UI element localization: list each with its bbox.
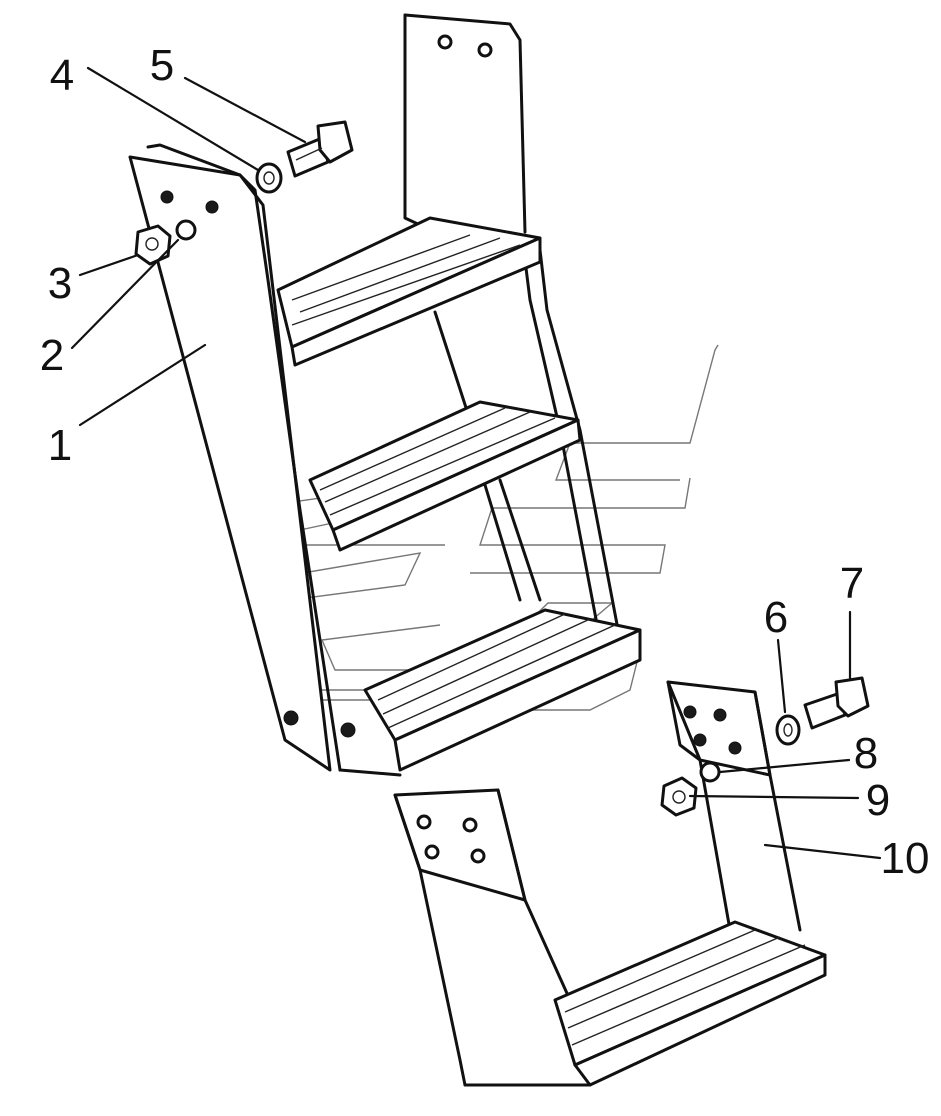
callout-4: 4 [50, 51, 74, 100]
callout-7: 7 [840, 559, 864, 608]
extension-ladder [393, 680, 827, 1087]
part-5-bolt [286, 120, 354, 178]
callout-5: 5 [150, 41, 174, 90]
leader-lines [70, 66, 882, 860]
part-8-lock-washer [699, 761, 721, 783]
part-6-washer [775, 714, 801, 746]
part-7-bolt [803, 676, 870, 730]
callout-1: 1 [48, 421, 72, 470]
callout-6: 6 [764, 593, 788, 642]
callout-9: 9 [866, 776, 890, 825]
part-4-washer [255, 162, 283, 194]
callout-8: 8 [854, 729, 878, 778]
callout-10: 10 [881, 834, 930, 883]
part-3-nut [134, 224, 172, 266]
main-ladder-step-3 [338, 608, 642, 777]
callout-3: 3 [48, 259, 72, 308]
part-2-lock-washer [175, 219, 197, 241]
main-ladder-left-rail [128, 143, 356, 772]
part-9-nut [660, 776, 698, 817]
main-ladder-step-2 [308, 400, 582, 552]
callout-2: 2 [40, 331, 64, 380]
main-ladder-right-rail [403, 13, 622, 642]
main-ladder-step-1 [276, 216, 542, 367]
